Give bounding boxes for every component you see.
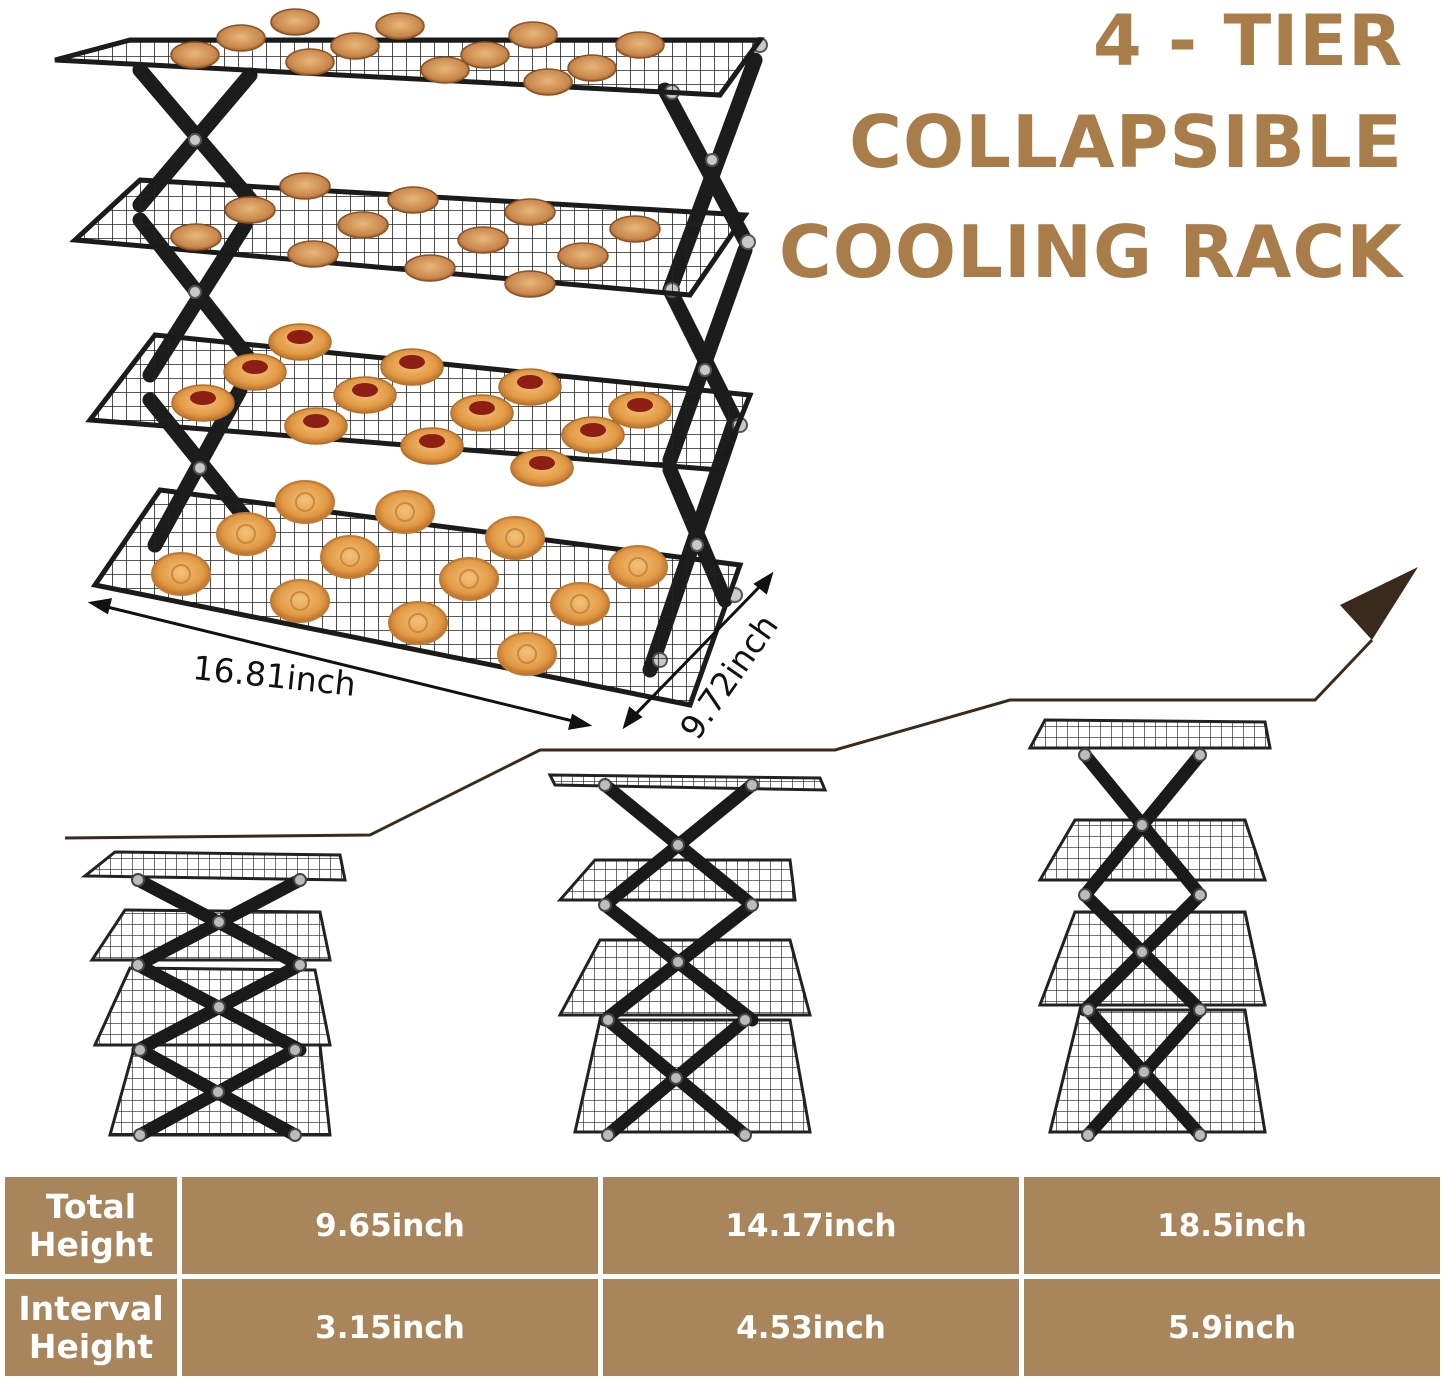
dimension-lines — [87, 571, 774, 730]
total-height-medium: 14.17inch — [598, 1172, 1024, 1279]
progress-arrow — [64, 567, 1418, 840]
total-height-row: Total Height 9.65inch 14.17inch 18.5inch — [0, 1172, 1445, 1279]
rack-config-short — [80, 850, 347, 1142]
interval-height-short: 3.15inch — [177, 1274, 603, 1381]
total-height-short: 9.65inch — [177, 1172, 603, 1279]
title-line-2: COLLAPSIBLE — [849, 100, 1403, 184]
interval-height-medium: 4.53inch — [598, 1274, 1024, 1381]
title-line-3: COOLING RACK — [778, 210, 1403, 294]
rack-config-tall — [1027, 718, 1272, 1142]
row-label-interval-height: Interval Height — [0, 1274, 182, 1381]
label-line: Height — [28, 1326, 154, 1366]
expanded-rack — [54, 8, 768, 708]
title-line-1: 4 - TIER — [1092, 0, 1403, 82]
rack-config-medium — [547, 773, 828, 1142]
total-height-tall: 18.5inch — [1019, 1172, 1445, 1279]
label-line: Total — [45, 1186, 137, 1226]
interval-height-tall: 5.9inch — [1019, 1274, 1445, 1381]
interval-height-row: Interval Height 3.15inch 4.53inch 5.9inc… — [0, 1274, 1445, 1381]
specs-table: Total Height 9.65inch 14.17inch 18.5inch… — [0, 1172, 1445, 1381]
label-line: Interval — [18, 1288, 164, 1328]
row-label-total-height: Total Height — [0, 1172, 182, 1279]
label-line: Height — [28, 1224, 154, 1264]
